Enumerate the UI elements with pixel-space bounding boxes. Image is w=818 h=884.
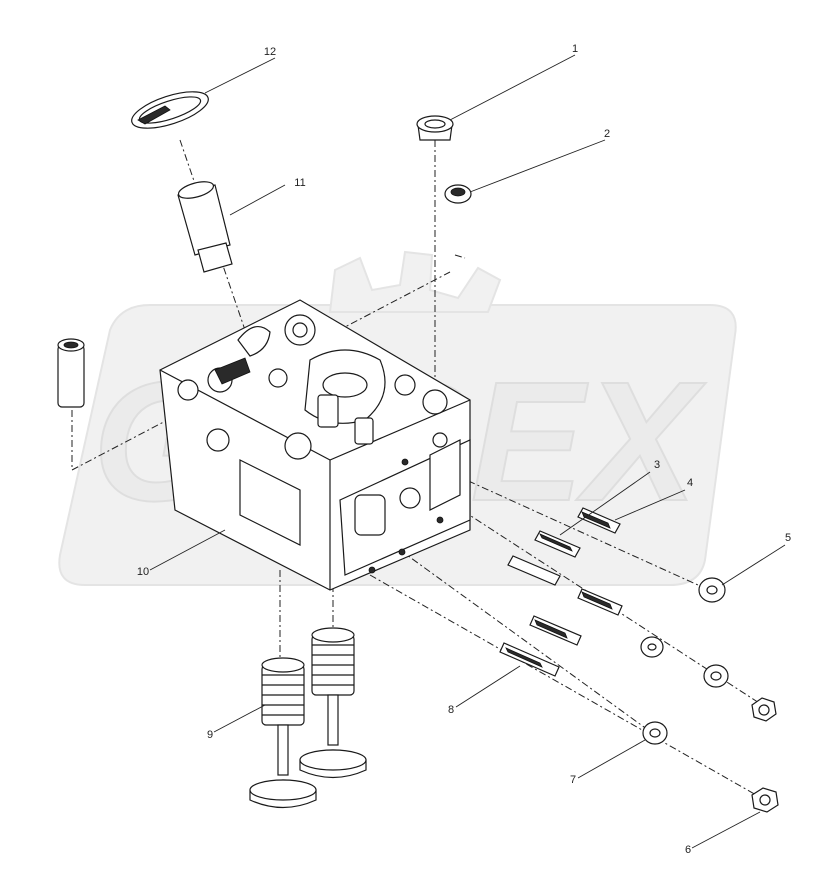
callout-12: 12 xyxy=(264,46,276,58)
callout-11: 11 xyxy=(294,177,305,189)
part-8-stud xyxy=(499,642,560,677)
callout-1: 1 xyxy=(572,43,578,55)
stud-set-middle xyxy=(507,555,623,646)
callout-labels: 1 2 3 4 5 6 7 8 9 10 11 12 xyxy=(137,43,791,856)
part-6-nut xyxy=(751,787,779,813)
part-10-cylinder-head xyxy=(159,299,471,591)
guide-pin xyxy=(57,338,85,408)
part-5-washer xyxy=(698,577,726,603)
part-9-valve-right xyxy=(299,627,367,779)
nut-upper xyxy=(751,697,777,722)
callout-2: 2 xyxy=(604,128,610,140)
callout-8: 8 xyxy=(448,704,454,716)
part-7-washer xyxy=(642,721,668,745)
callout-9: 9 xyxy=(207,729,213,741)
part-9-valve-left xyxy=(249,657,317,809)
callout-4: 4 xyxy=(687,477,693,489)
part-2-seal xyxy=(444,184,472,204)
callout-10: 10 xyxy=(137,566,149,578)
callout-6: 6 xyxy=(685,844,691,856)
part-1-cap xyxy=(416,115,454,141)
callout-3: 3 xyxy=(654,459,660,471)
callout-7: 7 xyxy=(570,774,576,786)
leader-lines xyxy=(149,54,786,849)
callout-5: 5 xyxy=(785,532,791,544)
part-12-clamp xyxy=(131,91,209,129)
washer-middle xyxy=(640,636,729,688)
part-11-sleeve xyxy=(177,181,233,273)
part-3-stud xyxy=(534,530,581,558)
part-4-stud xyxy=(577,507,621,534)
